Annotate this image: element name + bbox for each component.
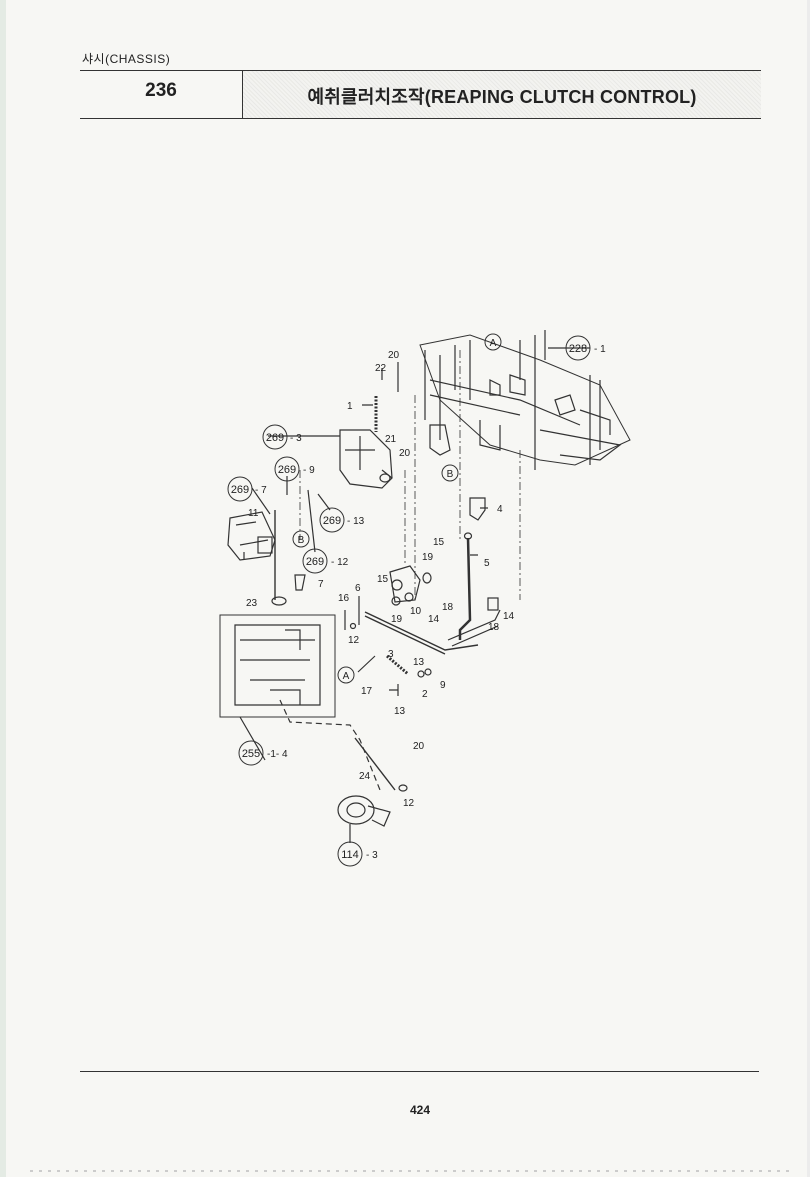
section-number: 236 <box>145 80 177 101</box>
part-number: 20 <box>413 741 425 752</box>
ref-callout: 269 - 12 <box>302 548 349 574</box>
svg-text:269: 269 <box>231 484 249 496</box>
ref-callout: 114 - 3 <box>337 841 378 867</box>
part-number: 21 <box>385 434 397 445</box>
part-number: 15 <box>377 574 389 585</box>
svg-text:A: A <box>490 338 497 349</box>
part-number: 10 <box>410 606 422 617</box>
part-number: 12 <box>348 635 360 646</box>
connector-marker: B <box>292 530 310 548</box>
part-number: 5 <box>484 558 490 569</box>
svg-text:- 7: - 7 <box>255 485 267 496</box>
part-number: 19 <box>422 552 434 563</box>
section-label: 샤시(CHASSIS) <box>82 52 171 66</box>
part-number: 2 <box>422 689 428 700</box>
ref-callout: 269 - 13 <box>319 507 365 533</box>
page-edge <box>807 0 810 1177</box>
svg-text:114: 114 <box>341 849 359 861</box>
part-number: 18 <box>442 602 454 613</box>
svg-text:269: 269 <box>266 432 284 444</box>
part-number: 15 <box>433 537 445 548</box>
svg-text:- 9: - 9 <box>303 465 315 476</box>
svg-text:- 3: - 3 <box>290 433 302 444</box>
part-number: 12 <box>403 798 415 809</box>
part-numbers: 20 22 1 21 20 4 5 15 19 15 19 10 18 14 1… <box>246 350 515 809</box>
part-number: 3 <box>388 649 394 660</box>
page-edge <box>0 0 6 1177</box>
connector-marker: B <box>441 464 459 482</box>
scan-artifact <box>30 1170 790 1172</box>
ref-callouts: 228 - 1 269 - 3 269 - 9 269 - 7 269 - 13… <box>227 335 606 867</box>
ref-callout: 269 - 3 <box>262 424 302 450</box>
diagram-drawing <box>219 330 631 843</box>
footer-rule <box>80 1071 759 1072</box>
svg-text:- 1: - 1 <box>594 344 606 355</box>
svg-text:-1- 4: -1- 4 <box>267 749 288 760</box>
svg-text:B: B <box>447 469 454 480</box>
part-number: 20 <box>388 350 400 361</box>
ref-callout: 255 -1- 4 <box>238 740 288 766</box>
svg-text:269: 269 <box>306 556 324 568</box>
part-number: 24 <box>359 771 371 782</box>
part-number: 22 <box>375 363 387 374</box>
part-number: 1 <box>347 401 353 412</box>
part-number: 17 <box>361 686 373 697</box>
part-number: 23 <box>246 598 258 609</box>
header-divider <box>242 70 243 119</box>
part-number: 16 <box>338 593 350 604</box>
svg-text:A: A <box>343 671 350 682</box>
page-number: 424 <box>409 1103 431 1117</box>
part-number: 20 <box>399 448 411 459</box>
svg-text:- 12: - 12 <box>331 557 349 568</box>
svg-text:228: 228 <box>569 343 587 355</box>
page-title: 예취클러치조작(REAPING CLUTCH CONTROL) <box>307 87 697 107</box>
part-number: 4 <box>497 504 503 515</box>
part-number: 14 <box>428 614 440 625</box>
part-number: 19 <box>391 614 403 625</box>
part-number: 18 <box>488 622 500 633</box>
part-number: 13 <box>394 706 406 717</box>
ref-callout: 228 - 1 <box>565 335 606 361</box>
part-number: 6 <box>355 583 361 594</box>
connector-marker: A <box>337 666 355 684</box>
part-number: 13 <box>413 657 425 668</box>
connector-markers: A A B B <box>292 333 502 684</box>
svg-text:- 3: - 3 <box>366 850 378 861</box>
title-band <box>243 71 761 118</box>
svg-text:269: 269 <box>323 515 341 527</box>
connector-marker: A <box>484 333 502 351</box>
svg-text:B: B <box>298 535 305 546</box>
part-number: 14 <box>503 611 515 622</box>
part-number: 7 <box>318 579 324 590</box>
ref-callout: 269 - 9 <box>274 456 315 482</box>
part-number: 9 <box>440 680 446 691</box>
header-rule <box>80 70 761 71</box>
svg-text:- 13: - 13 <box>347 516 365 527</box>
ref-callout: 269 - 7 <box>227 476 267 502</box>
svg-text:255: 255 <box>242 748 260 760</box>
header-rule <box>80 118 761 119</box>
part-number: 11 <box>248 508 259 519</box>
svg-text:269: 269 <box>278 464 296 476</box>
